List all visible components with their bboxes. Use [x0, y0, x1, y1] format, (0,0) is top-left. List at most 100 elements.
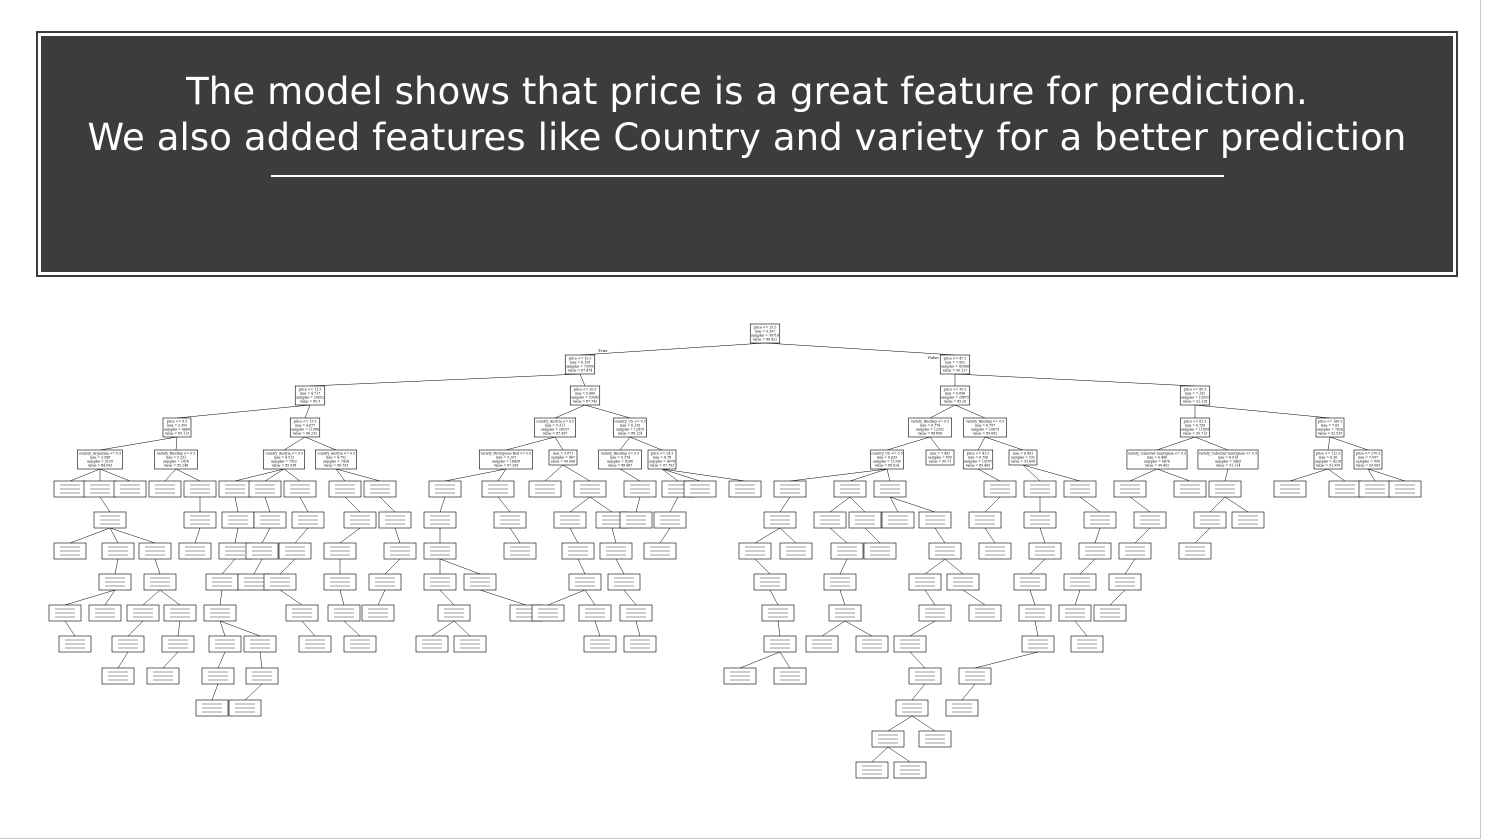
tree-edge [911, 683, 926, 701]
tree-edge [623, 589, 637, 606]
tree-node [1023, 511, 1057, 529]
tree-edge [117, 651, 129, 669]
svg-text:variety_Portuguese Red <= 0.5: variety_Portuguese Red <= 0.5 [480, 452, 532, 456]
tree-edge [109, 527, 119, 544]
tree-edge [984, 436, 1024, 451]
svg-text:mse = 7.097: mse = 7.097 [1358, 456, 1378, 460]
svg-text:mse = 6.757: mse = 6.757 [975, 424, 995, 428]
tree-edge [234, 527, 239, 544]
svg-text:value = 92.535: value = 92.535 [1317, 432, 1343, 436]
svg-text:samples = 20052: samples = 20052 [296, 396, 324, 400]
tree-node [253, 511, 287, 529]
tree-node [1028, 542, 1062, 560]
tree-edge [554, 404, 586, 419]
tree-node [918, 604, 952, 622]
tree-edge [99, 436, 178, 451]
tree-node [1063, 573, 1097, 591]
svg-text:value = 87.367: value = 87.367 [542, 432, 568, 436]
tree-node [203, 604, 237, 622]
svg-text:samples = 467: samples = 467 [551, 456, 575, 460]
tree-edge [1079, 496, 1101, 513]
svg-text:value = 88.467: value = 88.467 [607, 464, 633, 468]
tree-edge [1129, 496, 1151, 513]
tree-node [53, 542, 87, 560]
tree-node [1018, 604, 1052, 622]
tree-node [763, 511, 797, 529]
tree-edge [159, 589, 181, 606]
svg-text:price <= 80.5: price <= 80.5 [1184, 388, 1207, 392]
tree-node [327, 604, 361, 622]
svg-text:mse = 6.019: mse = 6.019 [1218, 456, 1238, 460]
tree-node [653, 511, 687, 529]
tree-node [908, 573, 942, 591]
svg-text:country_Argentina <= 0.5: country_Argentina <= 0.5 [79, 452, 122, 456]
svg-text:mse = 5.311: mse = 5.311 [545, 424, 565, 428]
tree-edge [339, 527, 361, 544]
tree-edge [544, 464, 564, 482]
svg-text:value = 91.128: value = 91.128 [1182, 400, 1208, 404]
edge-label-true: True [598, 348, 608, 353]
tree-edge [829, 496, 851, 513]
tree-node [1113, 480, 1147, 498]
svg-text:value = 87.742: value = 87.742 [572, 400, 598, 404]
svg-text:value = 91.606: value = 91.606 [1010, 460, 1036, 464]
svg-text:country_Austria <= 0.5: country_Austria <= 0.5 [536, 420, 574, 424]
tree-edge [444, 468, 507, 482]
tree-node [893, 635, 927, 653]
tree-node [1178, 542, 1212, 560]
tree-edge [779, 496, 791, 513]
svg-text:samples = 5469: samples = 5469 [1215, 460, 1241, 464]
tree-edge [924, 589, 936, 606]
tree-edge [554, 436, 564, 451]
tree-edge [497, 496, 511, 513]
svg-text:value = 91.114: value = 91.114 [1215, 464, 1241, 468]
tree-edge [127, 620, 144, 637]
tree-node [568, 573, 602, 591]
title-banner: The model shows that price is a great fe… [36, 31, 1458, 277]
tree-node [368, 573, 402, 591]
tree-edge [661, 468, 746, 482]
tree-edge [584, 404, 631, 419]
svg-text:samples = 26537: samples = 26537 [541, 428, 569, 432]
svg-text:value = 88.624: value = 88.624 [874, 464, 900, 468]
tree-edge [864, 527, 881, 544]
tree-edge [635, 620, 641, 637]
svg-text:mse = 6.756: mse = 6.756 [1185, 424, 1205, 428]
tree-node [1173, 480, 1207, 498]
svg-text:samples = 532: samples = 532 [1011, 456, 1035, 460]
tree-edge [439, 558, 481, 575]
tree-node [278, 542, 312, 560]
tree-node [423, 542, 457, 560]
tree-edge [769, 589, 779, 606]
tree-edge [1039, 527, 1046, 544]
svg-text:mse = 7.63: mse = 7.63 [1321, 424, 1339, 428]
tree-node [285, 604, 319, 622]
svg-text:variety_Cabernet Sauvignon <=: variety_Cabernet Sauvignon <= 0.5 [1198, 452, 1257, 456]
tree-edge [909, 651, 926, 669]
tree-edge [954, 404, 986, 419]
tree-node [1083, 511, 1117, 529]
tree-edge [1079, 558, 1096, 575]
tree-edge [924, 558, 946, 575]
tree-node [619, 604, 653, 622]
tree-node [83, 480, 117, 498]
tree-node [1133, 511, 1167, 529]
svg-text:samples = 5199: samples = 5199 [87, 460, 113, 464]
tree-node [918, 730, 952, 748]
tree-edge [584, 589, 596, 606]
svg-text:mse = 6.466: mse = 6.466 [1147, 456, 1167, 460]
tree-edge [849, 468, 888, 482]
tree-edge [1129, 468, 1158, 482]
svg-text:value = 85.113: value = 85.113 [164, 432, 190, 436]
svg-text:value = 90.402: value = 90.402 [1144, 464, 1170, 468]
tree-edge [154, 558, 161, 575]
tree-edge [264, 496, 271, 513]
